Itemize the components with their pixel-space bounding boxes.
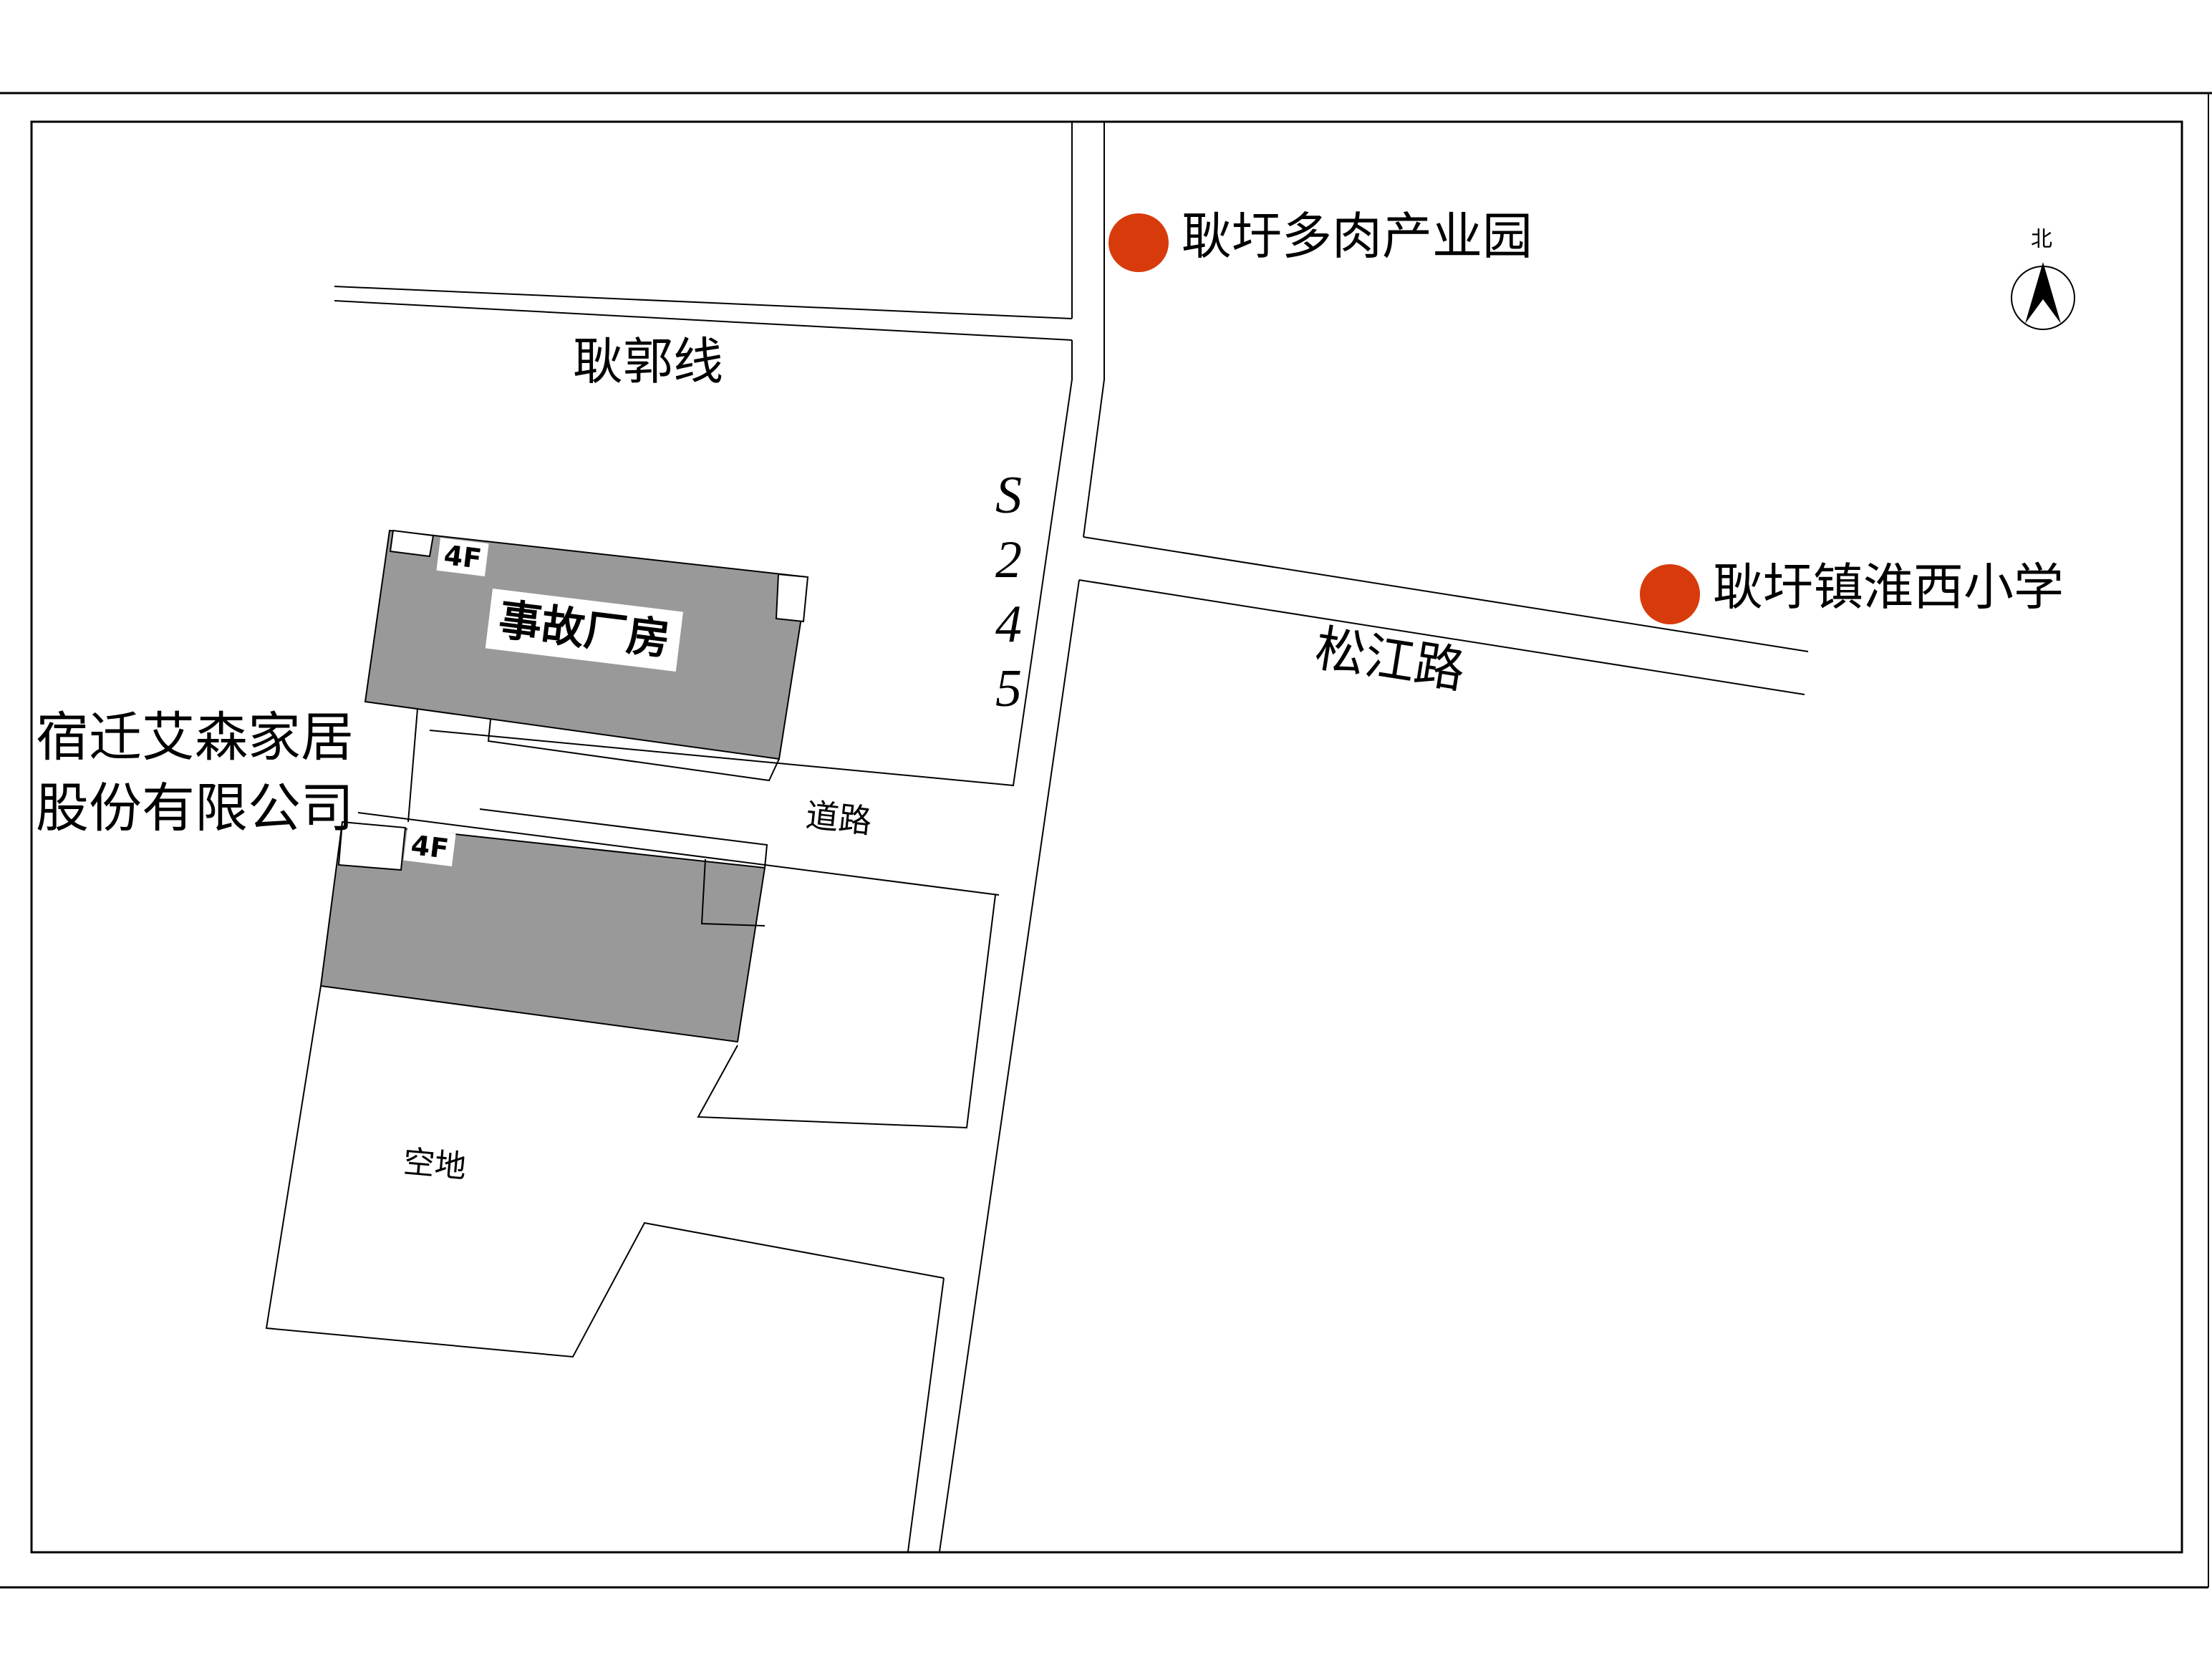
road-label-s245-s: S — [995, 466, 1022, 525]
road-label-s245-2: 2 — [995, 531, 1022, 589]
poi-label-succulent-park: 耿圩多肉产业园 — [1182, 207, 1532, 266]
poi-marker-icon — [1109, 213, 1169, 272]
poi-label-huaixi-school: 耿圩镇淮西小学 — [1713, 558, 2064, 616]
road-genguo-line — [334, 286, 1073, 341]
poi-marker-icon — [1640, 564, 1700, 624]
site-boundary — [265, 708, 945, 1358]
road-label-s245-4: 4 — [995, 595, 1022, 654]
road-label-genguo-line: 耿郭线 — [573, 332, 723, 391]
company-name-line2: 股份有限公司 — [36, 778, 354, 839]
road-s245 — [429, 122, 1809, 1552]
north-label: 北 — [2031, 227, 2052, 252]
second-building — [319, 808, 1000, 1043]
north-arrow-icon — [2011, 262, 2075, 330]
road-label-s245-5: 5 — [995, 659, 1022, 718]
company-name-line1: 宿迁艾森家居 — [36, 707, 354, 768]
floor-badge: 4F — [403, 828, 456, 866]
sheet-frame — [0, 92, 2212, 1589]
floor-badge: 4F — [436, 538, 489, 576]
open-space-label: 空地 — [401, 1143, 468, 1186]
road-label-internal-road: 道路 — [803, 795, 874, 841]
